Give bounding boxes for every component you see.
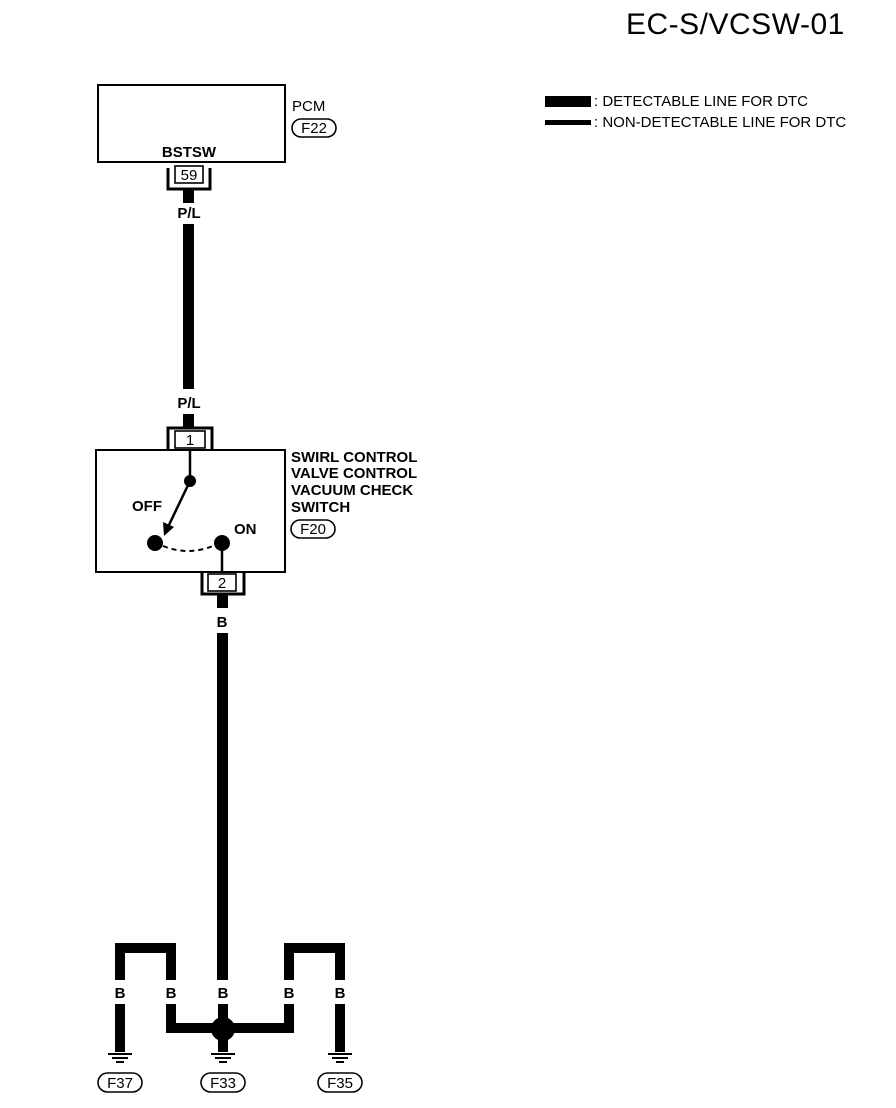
switch-name-line4: SWITCH (291, 499, 350, 516)
switch-arm (166, 480, 192, 528)
ground-symbol-f37 (108, 1053, 132, 1063)
switch-pin1-box (174, 430, 206, 449)
legend-non-detectable-swatch (545, 120, 591, 125)
pcm-pin-number: 59 (181, 167, 198, 184)
switch-off-contact (147, 535, 163, 551)
pcm-connector-id: F22 (301, 120, 327, 137)
ground-wire-f35 (335, 1004, 345, 1052)
ground-branch-right (284, 943, 345, 980)
wire-pl-main (183, 224, 194, 389)
legend-detectable-text: : DETECTABLE LINE FOR DTC (594, 93, 808, 110)
switch-name-line2: VALVE CONTROL (291, 465, 417, 482)
legend-detectable-swatch (545, 96, 591, 107)
wire-b-label-top: B (217, 614, 228, 631)
wire-pl-bottom-label: P/L (177, 395, 200, 412)
switch-connector-oval (290, 519, 336, 539)
ground-connector-f35: F35 (327, 1075, 353, 1092)
legend-non-detectable-text: : NON-DETECTABLE LINE FOR DTC (594, 114, 846, 131)
ground-junction-right-wire (231, 1004, 294, 1033)
wire-pl-top-stub (183, 189, 194, 203)
ground-branch-left (115, 943, 176, 980)
switch-name-line3: VACUUM CHECK (291, 482, 413, 499)
pcm-connector-oval (291, 118, 337, 138)
ground-label-b-1: B (115, 985, 126, 1002)
ground-label-b-2: B (166, 985, 177, 1002)
wire-b-main (217, 633, 228, 980)
pcm-box (97, 84, 286, 163)
pcm-pin-box (174, 165, 204, 184)
wire-pl-top-label: P/L (177, 205, 200, 222)
ground-wire-center (218, 1004, 228, 1024)
ground-connector-f35-oval (317, 1072, 363, 1093)
ground-wire-f37 (115, 1004, 125, 1052)
diagram-code-title: EC-S/VCSW-01 (626, 8, 845, 41)
switch-name-line1: SWIRL CONTROL (291, 449, 417, 466)
switch-pin1-number: 1 (186, 432, 194, 449)
ground-junction-dot (211, 1017, 235, 1041)
ground-connector-f33: F33 (210, 1075, 236, 1092)
ground-junction-left-wire (166, 1004, 215, 1033)
ground-symbol-f33 (211, 1053, 235, 1063)
ground-label-b-3: B (218, 985, 229, 1002)
pcm-label: PCM (292, 98, 325, 115)
switch-travel-arc (162, 545, 214, 552)
wire-pl-bottom-stub (183, 414, 194, 428)
ground-label-b-4: B (284, 985, 295, 1002)
switch-arm-arrowhead (163, 522, 174, 536)
pcm-terminal-label: BSTSW (162, 144, 217, 161)
ground-connector-f37-oval (97, 1072, 143, 1093)
switch-pin2-number: 2 (218, 575, 226, 592)
ground-symbol-f35 (328, 1053, 352, 1063)
switch-connector-id: F20 (300, 521, 326, 538)
wire-b-top-stub (217, 594, 228, 608)
switch-pin1-bracket (166, 426, 214, 449)
ground-label-b-5: B (335, 985, 346, 1002)
switch-pin2-box (207, 573, 237, 592)
switch-on-label: ON (234, 521, 257, 538)
ground-connector-f37: F37 (107, 1075, 133, 1092)
ground-connector-f33-oval (200, 1072, 246, 1093)
switch-off-label: OFF (132, 498, 162, 515)
ground-wire-f33 (218, 1040, 228, 1052)
